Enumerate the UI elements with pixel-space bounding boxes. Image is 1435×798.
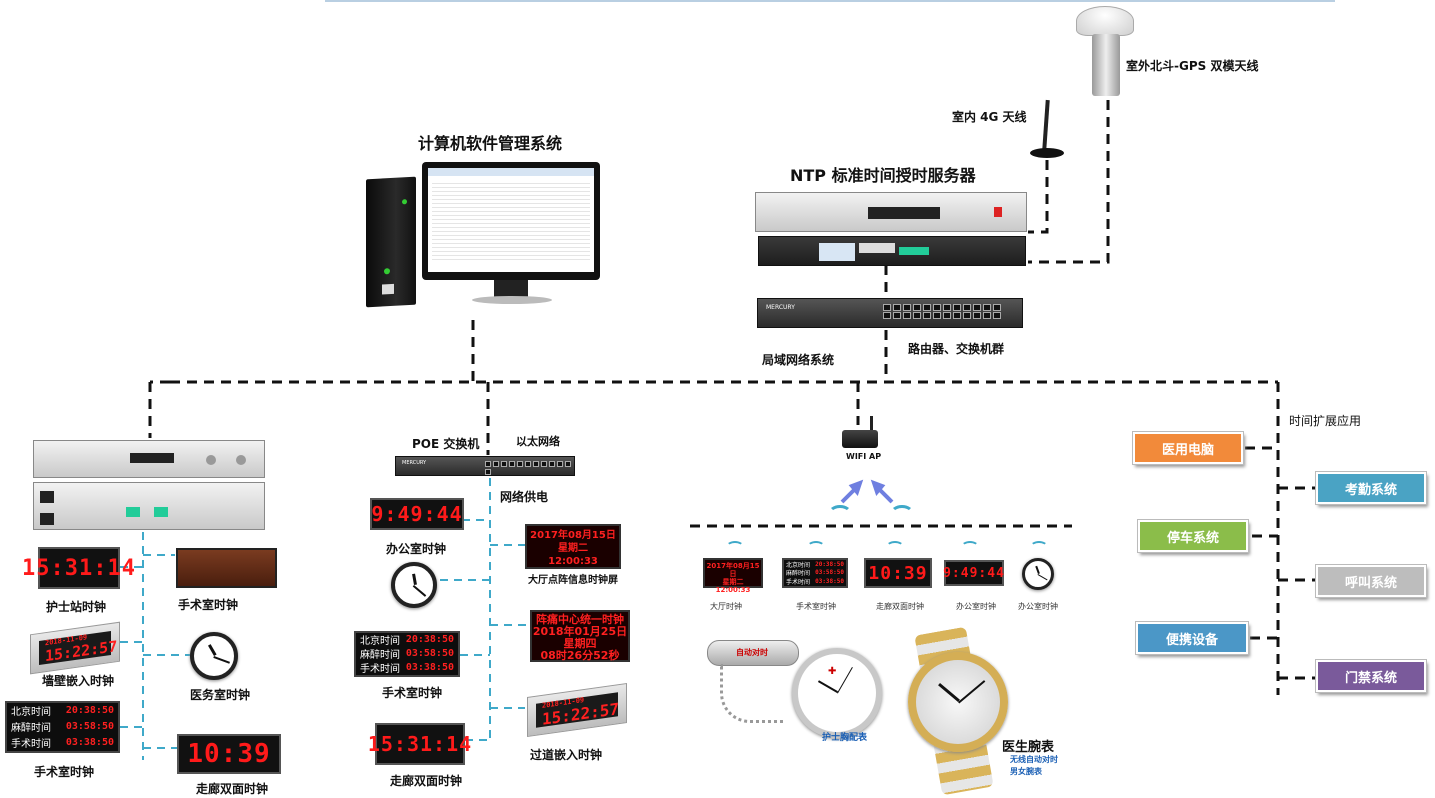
medical-office-label: 医务室时钟 (190, 688, 251, 702)
clock-master-unit (33, 440, 265, 478)
monitor-icon (422, 162, 600, 304)
office-center-label: 办公室时钟 (386, 542, 447, 556)
wifi-device-label: 走廊双面时钟 (876, 602, 924, 611)
wifi-device-label: 办公室时钟 (1018, 602, 1058, 611)
lan-label: 局域网络系统 (762, 353, 835, 367)
wifi-signal-icon (886, 541, 904, 553)
corridor-clock-left: 10:39 (177, 734, 281, 774)
nurse-watch-label: 护士胸配表 (822, 733, 868, 743)
auto-sync-tag (707, 640, 799, 666)
poe-switch: MERCURY (395, 456, 575, 476)
outdoor-antenna-label: 室外北斗-GPS 双模天线 (1126, 59, 1259, 73)
hall-info-label: 大厅点阵信息时钟屏 (528, 575, 618, 586)
nurse-station-label: 护士站时钟 (46, 600, 107, 614)
wifi-device-label: 办公室时钟 (956, 602, 996, 611)
doctor-wristwatch (908, 652, 1008, 752)
wifi-device-label: 手术室时钟 (796, 602, 836, 611)
auto-sync-label: 自动对时 (736, 648, 768, 657)
calling-system-button[interactable]: 呼叫系统 (1315, 564, 1427, 598)
antenna-base-icon (1030, 148, 1064, 158)
office-clock-center: 9:49:44 (370, 498, 464, 530)
corridor-left-label: 走廊双面时钟 (196, 782, 269, 796)
medical-office-clock (190, 632, 238, 680)
wifi-signal-icon (961, 541, 979, 553)
routers-label: 路由器、交换机群 (908, 342, 1005, 356)
software-title: 计算机软件管理系统 (418, 134, 563, 153)
wall-embed-label: 墙壁嵌入时钟 (42, 674, 115, 688)
doctor-watch-sub2: 男女腕表 (1010, 767, 1042, 776)
computer-tower-icon (366, 176, 416, 308)
wifi-signal-icon (828, 505, 852, 523)
wifi-signal-icon (890, 505, 914, 523)
router-switch-cluster: MERCURY (757, 298, 1023, 328)
poe-switch-label: POE 交换机 (412, 437, 480, 451)
aisle-embed-label: 过道嵌入时钟 (530, 748, 603, 762)
portable-device-button[interactable]: 便携设备 (1135, 621, 1249, 655)
or-led-strip (176, 548, 277, 588)
poe-power-label: 网络供电 (500, 490, 549, 504)
wifi-office-clock: 9:49:44 (943, 560, 1004, 586)
doctor-watch-sub1: 无线自动对时 (1010, 755, 1058, 764)
or-bottom-label: 手术室时钟 (34, 765, 95, 779)
pocket-watch-chain-icon (720, 664, 783, 723)
access-control-button[interactable]: 门禁系统 (1315, 659, 1427, 693)
wifi-ap-icon (842, 416, 878, 448)
doctor-watch-label: 医生腕表 (1002, 740, 1055, 755)
clock-master-rear (33, 482, 265, 530)
attendance-system-button[interactable]: 考勤系统 (1315, 471, 1427, 505)
corridor-clock-center: 15:31:14 (368, 723, 471, 765)
parking-system-button[interactable]: 停车系统 (1137, 519, 1249, 553)
wifi-signal-icon (726, 541, 744, 553)
ntp-server (755, 192, 1027, 232)
or-center-label: 手术室时钟 (382, 686, 443, 700)
center-wall-clock (391, 562, 437, 608)
extension-title: 时间扩展应用 (1289, 414, 1362, 428)
wifi-wall-clock (1022, 558, 1054, 590)
wifi-signal-icon (807, 541, 825, 553)
or-top-label: 手术室时钟 (178, 598, 239, 612)
wifi-corridor-clock: 10:39 (864, 558, 932, 588)
ntp-server-rear (758, 236, 1026, 266)
wifi-ap-label: WIFI AP (846, 452, 882, 461)
wifi-signal-icon (1030, 541, 1048, 553)
gps-antenna-icon (1076, 6, 1134, 36)
ntp-title: NTP 标准时间授时服务器 (790, 166, 976, 185)
ethernet-label: 以太网络 (516, 435, 560, 448)
nurse-pocket-watch: ✚ (792, 648, 882, 738)
corridor-center-label: 走廊双面时钟 (390, 774, 463, 788)
gps-antenna-mast-icon (1092, 34, 1120, 96)
nurse-station-clock: 15:31:14 (22, 547, 135, 589)
medical-computer-button[interactable]: 医用电脑 (1132, 431, 1244, 465)
wifi-device-label: 大厅时钟 (710, 602, 742, 611)
indoor-antenna-label: 室内 4G 天线 (952, 110, 1027, 124)
